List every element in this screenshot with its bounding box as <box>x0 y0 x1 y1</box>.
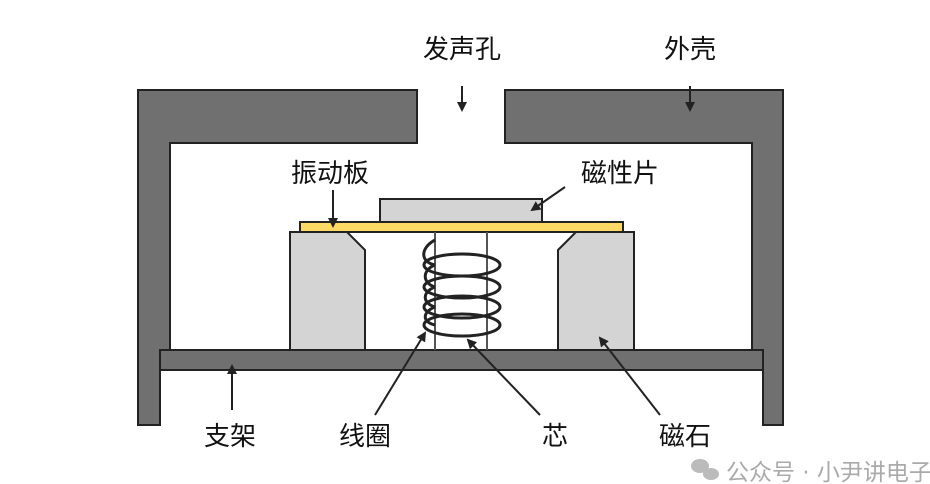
housing-right <box>504 89 784 426</box>
arrow-coil <box>374 331 427 416</box>
label-bracket: 支架 <box>204 422 256 452</box>
magnet-left <box>289 231 366 351</box>
wechat-icon <box>691 459 719 480</box>
label-sound-hole: 发声孔 <box>423 35 501 65</box>
label-magnetic-sheet: 磁性片 <box>581 159 659 189</box>
arrow-magnet <box>598 336 661 416</box>
coil <box>422 238 502 338</box>
bracket <box>159 349 764 371</box>
label-magnet: 磁石 <box>659 422 711 452</box>
label-coil: 线圈 <box>339 422 391 452</box>
magnet-right <box>557 231 635 351</box>
label-core: 芯 <box>542 422 568 452</box>
watermark: 公众号 · 小尹讲电子 <box>726 460 930 484</box>
magnetic-sheet <box>379 198 543 223</box>
label-housing: 外壳 <box>664 35 716 65</box>
arrow-core <box>466 338 541 416</box>
label-diaphragm: 振动板 <box>291 159 369 189</box>
arrow-magnetic-sheet <box>530 186 566 212</box>
diaphragm <box>299 221 624 233</box>
housing-left <box>137 89 418 426</box>
